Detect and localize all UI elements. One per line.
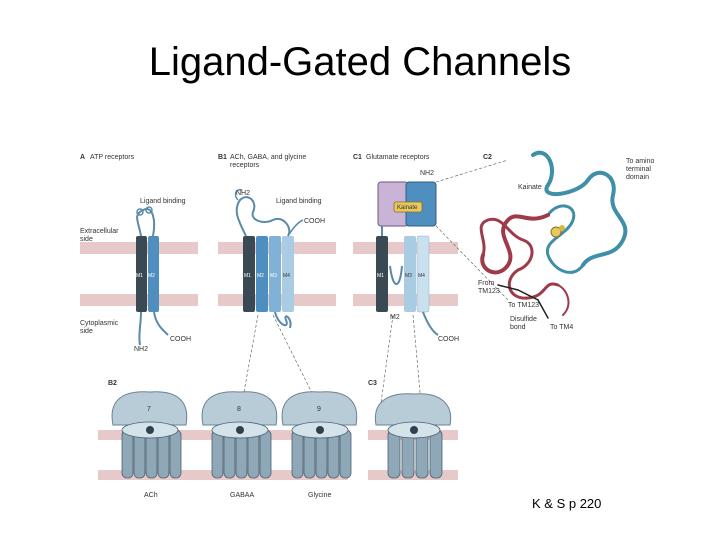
glycine-number: 9 [317, 406, 321, 413]
to-tm123-label: To TM123 [508, 302, 539, 309]
cooh-a-label: COOH [170, 336, 191, 343]
figure-drawing [80, 150, 628, 480]
gaba-number: 8 [237, 406, 241, 413]
segment-b-m4: M4 [283, 273, 290, 279]
disulfide-label: Disulfide bond [510, 316, 537, 331]
segment-b-m2: M2 [257, 273, 264, 279]
to-amino-label: To amino terminal domain [626, 158, 655, 181]
panel-b1-caption: ACh, GABA, and glycine receptors [230, 154, 307, 169]
panel-c1-caption: Glutamate receptors [366, 154, 430, 161]
panel-a-segments [136, 206, 169, 346]
slide-title: Ligand-Gated Channels [148, 40, 572, 84]
segment-a-m1: M1 [136, 273, 143, 279]
segment-a-m2: M2 [148, 273, 155, 279]
ach-number: 7 [147, 406, 151, 413]
channel-glutamate [374, 393, 452, 479]
panel-a-letter: A [80, 154, 86, 161]
nh2-a-label: NH2 [134, 346, 149, 353]
to-tm4-label: To TM4 [550, 324, 574, 331]
panel-c2-ribbon [479, 150, 628, 319]
panel-c1-segments [376, 181, 439, 336]
glycine-caption: Glycine [308, 492, 332, 499]
nh2-b-label: NH2 [236, 190, 251, 197]
segment-b-m3: M3 [270, 273, 277, 279]
ligand-binding-b-label: Ligand binding [276, 198, 322, 205]
nh2-c-label: NH2 [420, 170, 435, 177]
citation: K & S p 220 [532, 496, 602, 511]
segment-c-m1: M1 [377, 273, 384, 279]
m2-label: M2 [390, 314, 400, 321]
segment-c-m3: M3 [405, 273, 412, 279]
extracellular-label: Extracellular side [80, 228, 119, 243]
kainate-box-label: Kainate [397, 205, 418, 211]
panel-c1-letter: C1 [353, 154, 362, 161]
panel-b2-letter: B2 [108, 380, 117, 387]
cooh-c-label: COOH [438, 336, 459, 343]
panel-b1-segments [234, 188, 304, 329]
segment-c-m4: M4 [418, 273, 425, 279]
segment-b-m1: M1 [244, 273, 251, 279]
channel-ach [111, 391, 188, 479]
panel-c2-letter: C2 [483, 154, 492, 161]
channel-glycine [281, 391, 358, 479]
panel-c3-letter: C3 [368, 380, 377, 387]
from-tm123-label: From TM123 [478, 280, 500, 295]
gaba-caption: GABAA [230, 492, 255, 499]
ligand-gated-channels-figure: A ATP receptors B1 ACh, GABA, and glycin… [78, 140, 658, 520]
ach-caption: ACh [144, 492, 158, 499]
panel-a-caption: ATP receptors [90, 154, 135, 161]
kainate-label: Kainate [518, 184, 542, 191]
ligand-binding-a-label: Ligand binding [140, 198, 186, 205]
cooh-b-label: COOH [304, 218, 325, 225]
channel-gaba [201, 391, 278, 479]
panel-b1-letter: B1 [218, 154, 227, 161]
cytoplasmic-label: Cytoplasmic side [80, 320, 119, 335]
